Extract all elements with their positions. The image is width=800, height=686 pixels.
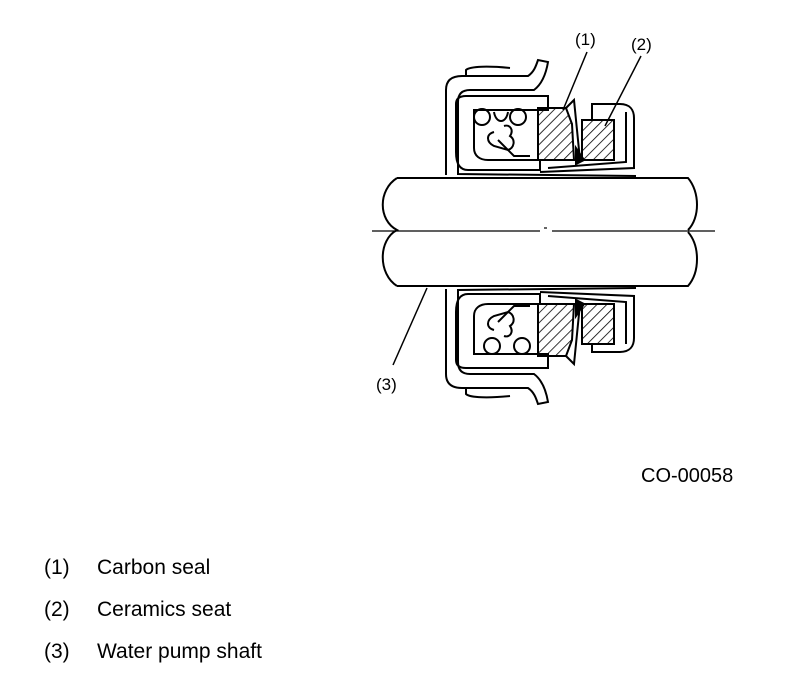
seal-assembly-upper xyxy=(445,58,637,177)
leader-line-3 xyxy=(392,287,428,366)
legend-list: (1) Carbon seal (2) Ceramics seat (3) Wa… xyxy=(44,556,262,682)
callout-2: (2) xyxy=(631,35,652,54)
figure-code: CO-00058 xyxy=(641,465,734,487)
legend-label: Carbon seal xyxy=(97,556,211,579)
callout-1: (1) xyxy=(575,30,596,49)
callout-3: (3) xyxy=(376,375,397,394)
legend-label: Ceramics seat xyxy=(97,598,232,621)
legend-item: (3) Water pump shaft xyxy=(44,640,262,682)
legend-item: (1) Carbon seal xyxy=(44,556,262,598)
leader-lines xyxy=(392,51,642,366)
legend-label: Water pump shaft xyxy=(97,640,262,663)
seal-assembly-lower xyxy=(445,287,637,406)
legend-number: (3) xyxy=(44,640,70,663)
legend-number: (1) xyxy=(44,556,70,579)
leader-line-2 xyxy=(604,55,642,127)
legend-number: (2) xyxy=(44,598,70,621)
water-pump-seal-diagram: (1) (2) (3) xyxy=(372,30,715,406)
leader-line-1 xyxy=(562,51,588,111)
legend-item: (2) Ceramics seat xyxy=(44,598,262,640)
water-pump-shaft xyxy=(372,177,715,287)
